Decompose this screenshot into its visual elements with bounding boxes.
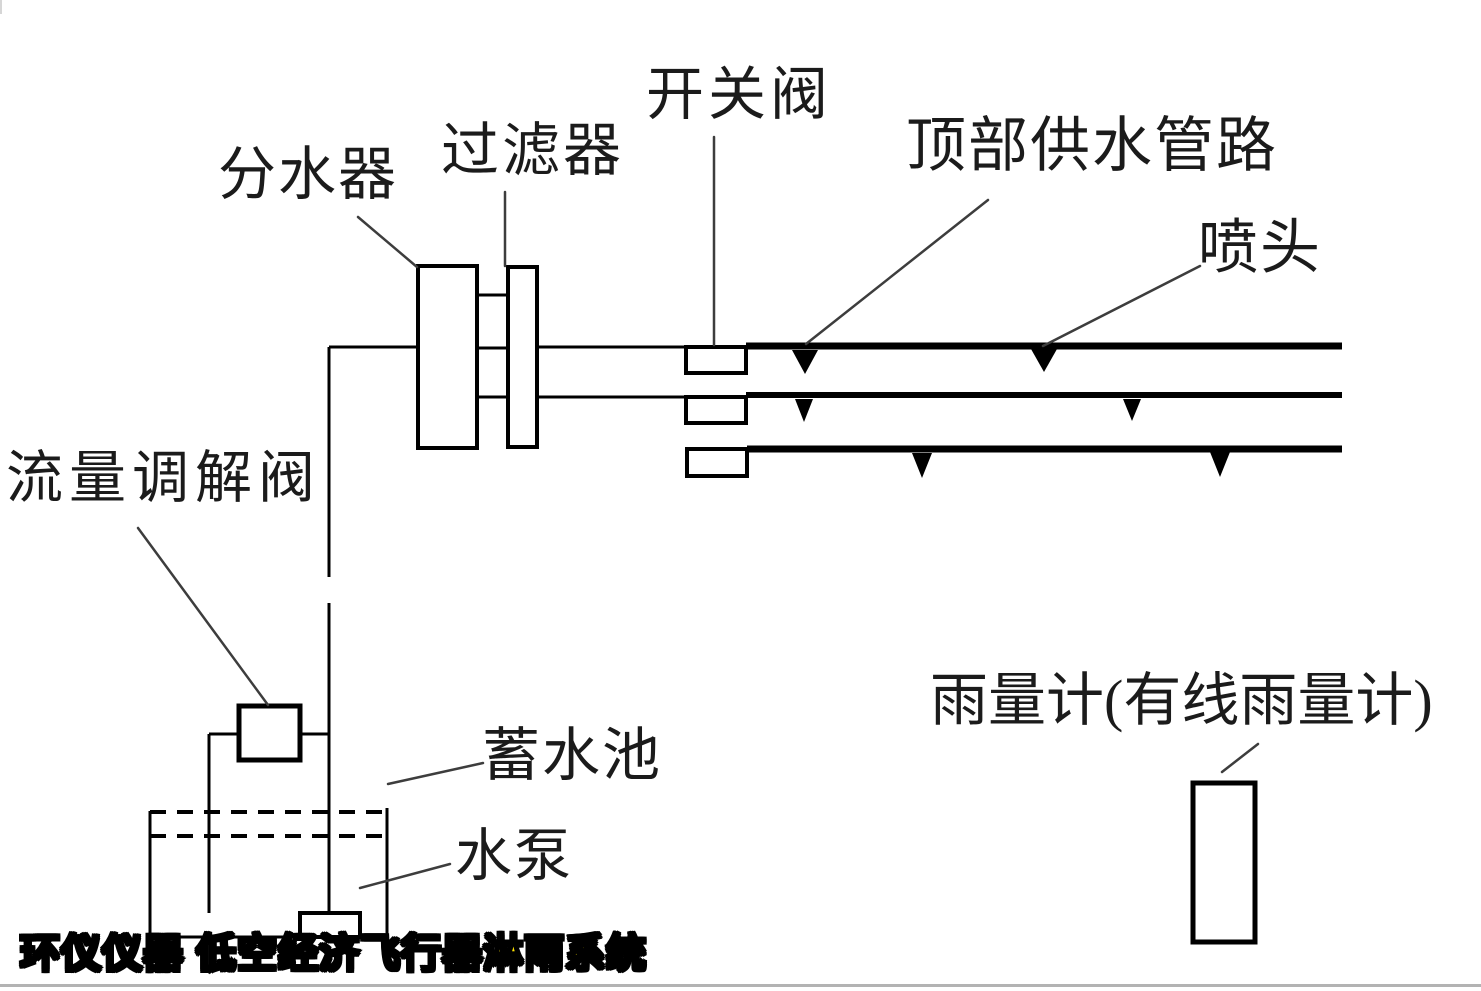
supply-riser-pipe (327, 345, 418, 913)
nozzle-arrows (792, 349, 1230, 478)
nozzle-arrow (792, 350, 818, 374)
label-top-supply-pipe: 顶部供水管路 (906, 113, 1278, 179)
filter-box (506, 265, 539, 449)
label-flow-regulating-valve: 流量调解阀 (6, 447, 321, 510)
brand-watermark: 环仪仪器 低空经济飞行器淋雨系统 (18, 932, 648, 976)
label-rain-gauge: 雨量计(有线雨量计) (930, 668, 1433, 733)
label-water-pump: 水泵 (455, 825, 573, 888)
switch-valve-box-row3 (685, 447, 749, 478)
valve-branch-pipe (207, 732, 329, 913)
rain-gauge-box (1190, 780, 1258, 945)
label-water-divider: 分水器 (218, 142, 399, 207)
leader-pump (358, 862, 452, 890)
divider-filter-connectors (475, 293, 510, 399)
flow-regulating-valve-box (236, 703, 303, 763)
switch-valve-box-row1 (684, 345, 748, 375)
water-divider-box (416, 264, 479, 450)
nozzle-arrow (1210, 452, 1230, 477)
nozzle-arrow (1123, 399, 1141, 421)
switch-valve-box-row2 (684, 395, 748, 425)
leader-water-divider (356, 215, 419, 269)
leader-nozzle (1041, 264, 1202, 348)
nozzle-arrow (1031, 349, 1057, 372)
water-pump-box (298, 911, 362, 939)
feed-pipes (537, 345, 686, 399)
label-filter: 过滤器 (441, 118, 625, 183)
leader-lines (136, 135, 1260, 890)
label-nozzle: 喷头 (1198, 215, 1322, 281)
leader-flow-valve (136, 526, 270, 707)
nozzle-arrow (912, 453, 932, 478)
label-reservoir: 蓄水池 (482, 723, 663, 788)
leader-top-supply (804, 198, 990, 346)
nozzle-arrow (795, 399, 813, 422)
label-switch-valve: 开关阀 (646, 62, 833, 127)
leader-reservoir (386, 761, 485, 786)
leader-rain-gauge (1220, 742, 1260, 774)
